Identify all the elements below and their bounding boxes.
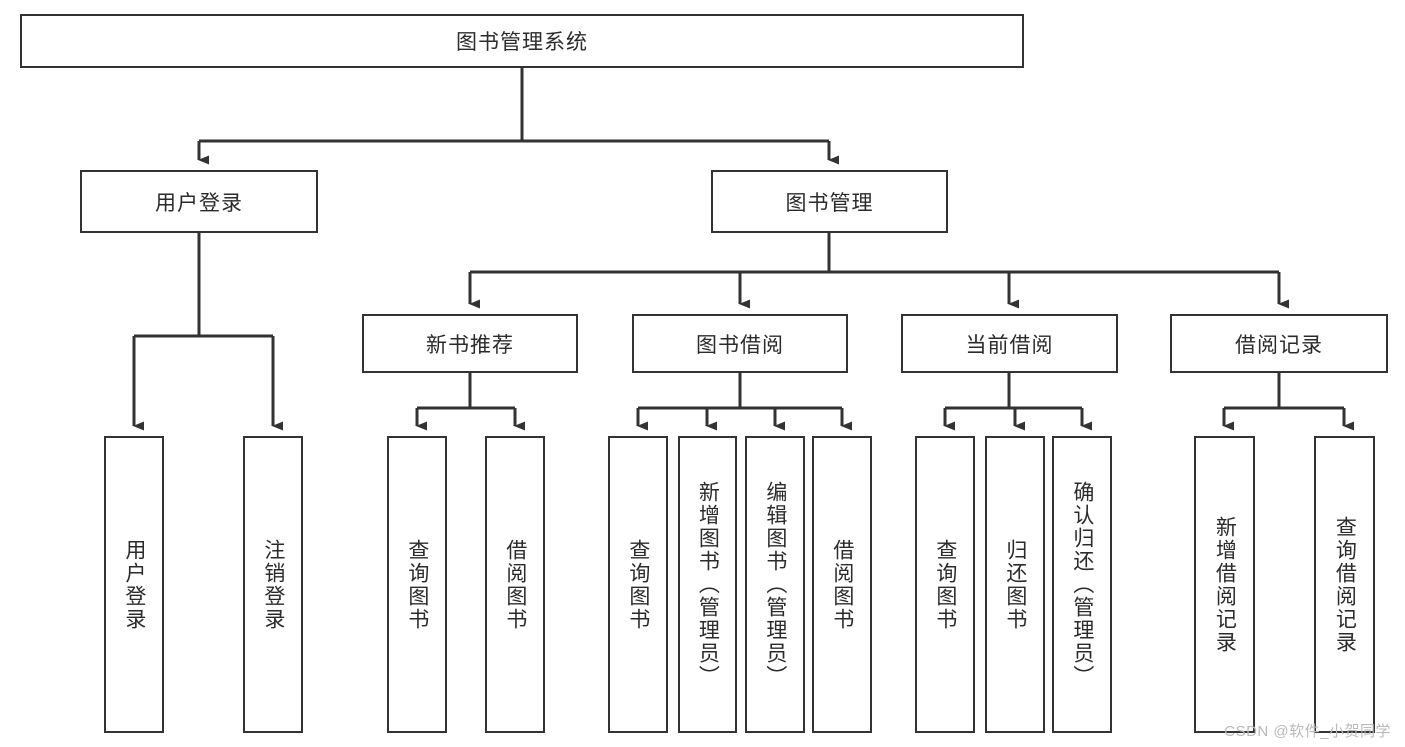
node-book-borrow[interactable]: 图书借阅 [632, 314, 848, 373]
node-label: 当前借阅 [965, 333, 1054, 357]
leaf-user-logout[interactable]: 注销登录 [243, 436, 303, 733]
node-label: 用户登录 [122, 538, 146, 631]
node-label: 注销登录 [261, 538, 285, 631]
node-label: 借阅记录 [1235, 333, 1323, 357]
node-label: 借阅图书 [830, 538, 854, 631]
leaf-borrow-edit-book[interactable]: 编辑图书（管理员） [745, 436, 805, 733]
leaf-borrow-lend-book[interactable]: 借阅图书 [812, 436, 872, 733]
node-book-management-module[interactable]: 图书管理 [711, 170, 948, 233]
leaf-record-query[interactable]: 查询借阅记录 [1314, 436, 1375, 733]
leaf-record-add[interactable]: 新增借阅记录 [1194, 436, 1255, 733]
leaf-borrow-add-book[interactable]: 新增图书（管理员） [678, 436, 737, 733]
node-label: 新书推荐 [426, 333, 514, 357]
node-label: 新增图书（管理员） [696, 481, 720, 688]
leaf-borrow-query-book[interactable]: 查询图书 [608, 436, 668, 733]
leaf-user-login[interactable]: 用户登录 [104, 436, 164, 733]
leaf-current-confirm-return[interactable]: 确认归还（管理员） [1052, 436, 1112, 733]
node-label: 借阅图书 [503, 538, 527, 631]
node-label: 查询图书 [626, 538, 650, 631]
node-label: 图书管理 [785, 191, 874, 215]
leaf-current-query-book[interactable]: 查询图书 [915, 436, 975, 733]
node-borrow-record[interactable]: 借阅记录 [1170, 314, 1388, 373]
node-label: 用户登录 [155, 191, 243, 215]
node-label: 确认归还（管理员） [1070, 481, 1094, 688]
node-label: 查询图书 [405, 538, 429, 631]
leaf-new-query-book[interactable]: 查询图书 [387, 436, 447, 733]
leaf-new-borrow-book[interactable]: 借阅图书 [485, 436, 545, 733]
node-label: 归还图书 [1003, 538, 1027, 631]
node-label: 查询借阅记录 [1333, 515, 1357, 654]
node-new-book-recommend[interactable]: 新书推荐 [362, 314, 578, 373]
node-current-borrow[interactable]: 当前借阅 [901, 314, 1118, 373]
node-label: 图书借阅 [696, 333, 784, 357]
node-label: 查询图书 [933, 538, 957, 631]
node-label: 编辑图书（管理员） [763, 481, 787, 688]
leaf-current-return-book[interactable]: 归还图书 [985, 436, 1045, 733]
node-user-login-module[interactable]: 用户登录 [80, 170, 318, 233]
node-label: 新增借阅记录 [1213, 515, 1237, 654]
node-label: 图书管理系统 [456, 31, 588, 54]
node-root-system[interactable]: 图书管理系统 [20, 14, 1024, 68]
